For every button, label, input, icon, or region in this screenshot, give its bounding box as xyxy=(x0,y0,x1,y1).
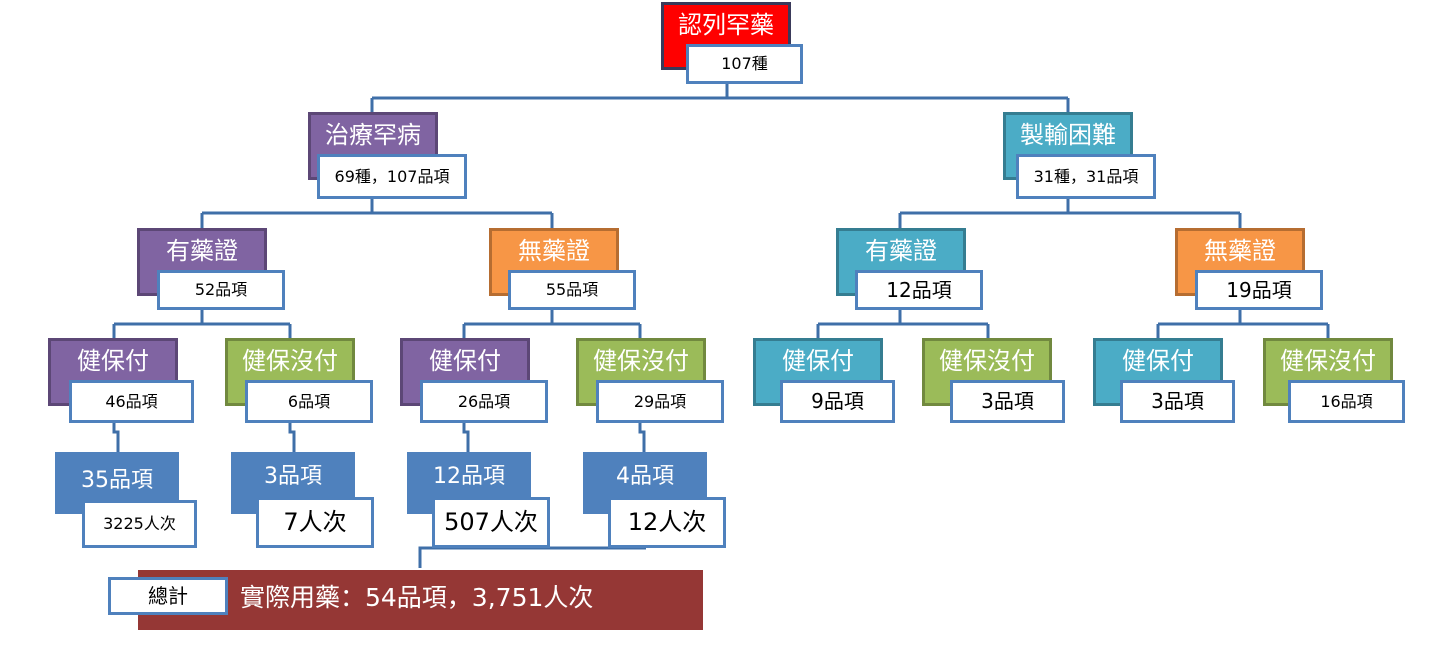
l2-count-box-1: 52品項 xyxy=(157,270,285,310)
usage-items-2: 3品項 xyxy=(264,464,322,489)
l3-count-3: 26品項 xyxy=(457,392,511,411)
l2-count-3: 12品項 xyxy=(886,278,952,302)
l3-count-box-2: 6品項 xyxy=(245,380,373,423)
l3-title-3: 健保付 xyxy=(429,347,501,375)
l3-count-box-7: 3品項 xyxy=(1120,380,1235,423)
usage-items-4: 4品項 xyxy=(616,464,674,489)
branch-import-count-box: 31種，31品項 xyxy=(1016,154,1156,199)
total-label-box: 總計 xyxy=(108,577,228,615)
l3-title-4: 健保沒付 xyxy=(593,347,689,375)
usage-persons-box-3: 507人次 xyxy=(432,497,550,548)
l3-count-7: 3品項 xyxy=(1151,389,1204,413)
l3-count-box-1: 46品項 xyxy=(69,380,194,423)
l2-title-3: 有藥證 xyxy=(865,237,937,265)
l3-count-box-5: 9品項 xyxy=(780,380,895,423)
l3-count-8: 16品項 xyxy=(1320,392,1373,411)
usage-persons-3: 507人次 xyxy=(444,508,538,536)
l3-title-1: 健保付 xyxy=(77,347,149,375)
l3-count-4: 29品項 xyxy=(633,392,687,411)
total-text: 實際用藥：54品項，3,751人次 xyxy=(240,583,594,612)
usage-persons-4: 12人次 xyxy=(627,508,707,536)
root-count-box: 107種 xyxy=(686,44,803,84)
usage-items-3: 12品項 xyxy=(433,464,505,489)
l3-title-7: 健保付 xyxy=(1122,347,1194,375)
l2-count-box-4: 19品項 xyxy=(1195,270,1323,310)
usage-persons-box-4: 12人次 xyxy=(608,497,726,548)
total-bar xyxy=(138,570,703,630)
usage-persons-box-2: 7人次 xyxy=(256,497,374,548)
branch-treat-title: 治療罕病 xyxy=(325,121,421,149)
l2-title-1: 有藥證 xyxy=(166,237,238,265)
usage-persons-1: 3225人次 xyxy=(103,514,176,533)
l3-count-box-3: 26品項 xyxy=(420,380,548,423)
l3-count-2: 6品項 xyxy=(287,392,331,411)
branch-import-count: 31種，31品項 xyxy=(1033,167,1139,186)
usage-persons-box-1: 3225人次 xyxy=(82,500,197,548)
l2-title-2: 無藥證 xyxy=(518,237,590,265)
l2-count-box-3: 12品項 xyxy=(855,270,983,310)
root-count: 107種 xyxy=(721,54,768,73)
branch-treat-count: 69種，107品項 xyxy=(334,167,450,186)
branch-import-title: 製輸困難 xyxy=(1020,121,1116,149)
l2-count-4: 19品項 xyxy=(1226,278,1292,302)
l3-count-box-6: 3品項 xyxy=(950,380,1065,423)
l2-count-box-2: 55品項 xyxy=(508,270,636,310)
usage-persons-2: 7人次 xyxy=(283,508,347,536)
l2-count-2: 55品項 xyxy=(545,280,599,299)
l3-title-5: 健保付 xyxy=(782,347,854,375)
l3-title-2: 健保沒付 xyxy=(242,347,338,375)
l3-count-6: 3品項 xyxy=(981,389,1034,413)
root-title: 認列罕藥 xyxy=(678,11,774,39)
l3-title-6: 健保沒付 xyxy=(939,347,1035,375)
usage-items-1: 35品項 xyxy=(81,468,153,493)
l3-title-8: 健保沒付 xyxy=(1280,347,1376,375)
l3-count-5: 9品項 xyxy=(811,389,864,413)
total-label: 總計 xyxy=(148,584,188,608)
branch-treat-count-box: 69種，107品項 xyxy=(317,154,467,199)
l2-title-4: 無藥證 xyxy=(1204,237,1276,265)
l3-count-1: 46品項 xyxy=(105,392,158,411)
l3-count-box-8: 16品項 xyxy=(1288,380,1405,423)
l3-count-box-4: 29品項 xyxy=(596,380,724,423)
l2-count-1: 52品項 xyxy=(194,280,248,299)
